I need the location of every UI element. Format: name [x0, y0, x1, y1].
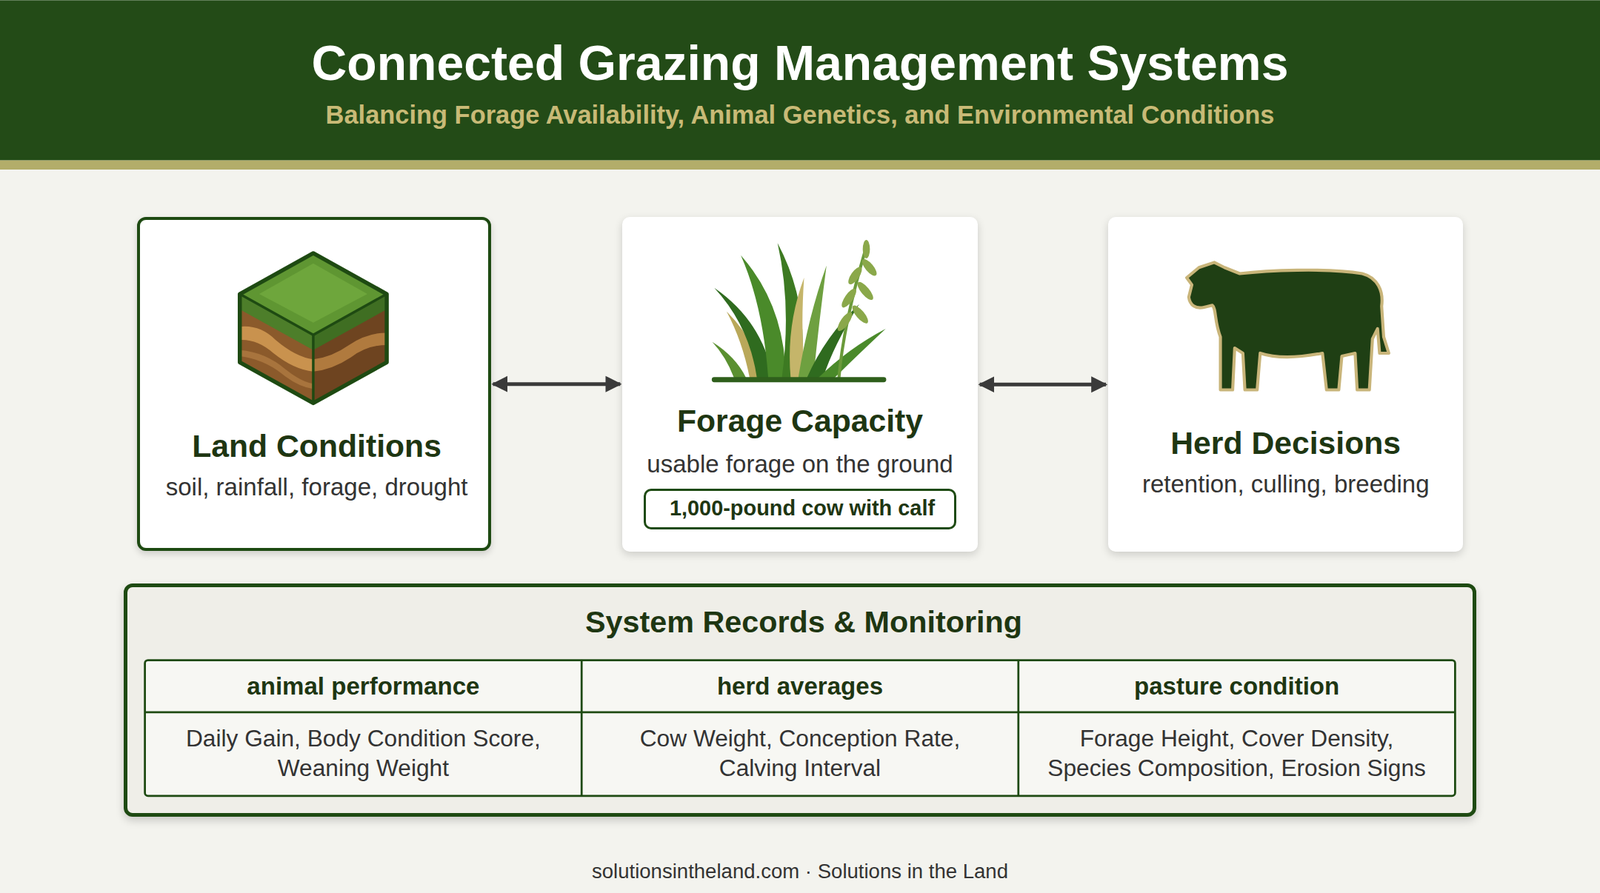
grass-blade [740, 255, 786, 380]
category-box: Herd Decisionsretention, culling, breedi… [1108, 217, 1463, 552]
wheat-grain [862, 240, 871, 259]
soil-layer [240, 350, 314, 389]
wheat-grain [854, 280, 876, 303]
node-body: usable forage on the ground [631, 445, 969, 483]
grass-blade [816, 328, 886, 380]
cube-edge [240, 294, 387, 335]
grass-blade [714, 288, 774, 380]
soil-icon [240, 253, 387, 404]
subtitle: Balancing Forage Availability, Animal Ge… [45, 94, 1556, 136]
header-stripe [0, 160, 1600, 170]
node-heading: 1,000-pound cow with calf [648, 493, 955, 524]
table-frame [145, 660, 1456, 797]
records-table [145, 660, 1456, 797]
wheat-grain [845, 265, 865, 287]
wheat-grain [834, 310, 855, 334]
table-rule [145, 711, 1456, 714]
double-arrow [493, 382, 621, 386]
header-band [0, 0, 1600, 160]
grass-rim [240, 294, 314, 351]
soil-face [313, 294, 387, 403]
unit-badge: 1,000-pound cow with calf [643, 488, 957, 530]
cube-edge [311, 334, 315, 403]
node-heading: Land Conditions [148, 424, 486, 470]
table-rule [1017, 660, 1020, 797]
wheat-grain [849, 302, 871, 326]
category-box: Land Conditionssoil, rainfall, forage, d… [137, 217, 492, 551]
records-panel: System Records & Monitoring [123, 583, 1478, 818]
grass-blade [726, 311, 764, 380]
node-heading: Herd Decisions [1117, 421, 1455, 467]
node-body: soil, rainfall, forage, drought [148, 469, 486, 507]
cube-outline [240, 253, 387, 404]
grass-blade [777, 242, 803, 380]
wheat-stem [838, 250, 866, 380]
wheat-grain [839, 286, 859, 310]
table-rule [580, 660, 583, 797]
cow-icon [1186, 262, 1389, 390]
grass-top [240, 253, 387, 335]
title: Connected Grazing Management Systems [24, 30, 1576, 96]
grass-blade [805, 304, 860, 380]
soil-layer [313, 332, 387, 372]
soil-face [240, 294, 314, 403]
node-heading: System Records & Monitoring [191, 599, 1416, 645]
grass-rim [313, 294, 387, 351]
node-body: retention, culling, breeding [1117, 466, 1455, 504]
grass-blade [797, 265, 827, 380]
node-heading: Forage Capacity [631, 399, 969, 445]
double-arrow [980, 382, 1106, 387]
grass-blade [712, 342, 748, 380]
category-box: Forage Capacityusable forage on the grou… [622, 217, 978, 552]
ground-line [714, 377, 884, 383]
footer-caption: solutionsintheland.com · Solutions in th… [289, 856, 1311, 889]
wheat-grain [860, 257, 880, 278]
grass-icon [712, 240, 886, 380]
grass-blade [789, 277, 806, 380]
soil-layer [240, 326, 314, 372]
grass-top-highlight [259, 263, 368, 323]
